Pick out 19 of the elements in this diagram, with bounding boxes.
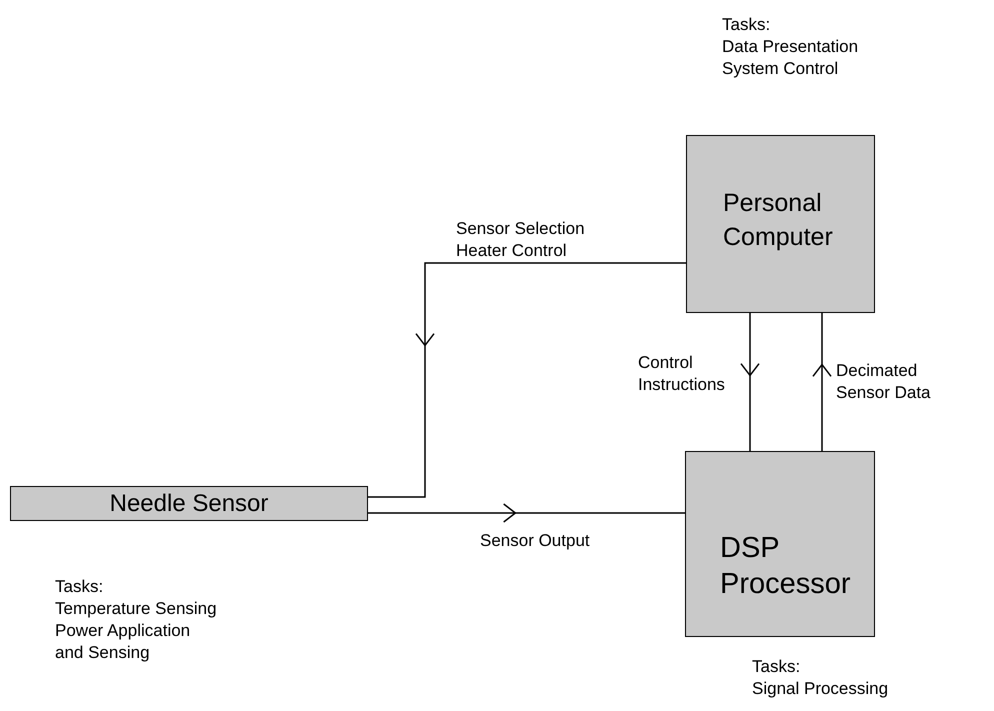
task-text: Tasks: bbox=[722, 14, 772, 36]
process-box bbox=[685, 451, 875, 637]
edge-label: Control Instructions bbox=[638, 352, 726, 396]
edge-label: Sensor Selection Heater Control bbox=[456, 218, 586, 262]
process-box bbox=[686, 135, 875, 313]
box-label: Needle Sensor bbox=[110, 488, 268, 518]
edge-label: Decimated Sensor Data bbox=[836, 360, 932, 404]
process-box bbox=[10, 486, 368, 521]
task-text: Data Presentation bbox=[722, 36, 860, 58]
box-label: DSP Processor bbox=[720, 531, 852, 602]
edge-label: Sensor Output bbox=[480, 530, 591, 552]
task-text: and Sensing bbox=[55, 642, 151, 664]
task-text: System Control bbox=[722, 58, 840, 80]
task-text: Tasks: bbox=[752, 656, 802, 678]
task-text: Temperature Sensing bbox=[55, 598, 218, 620]
task-text: Power Application bbox=[55, 620, 192, 642]
task-text: Signal Processing bbox=[752, 678, 890, 700]
task-text: Tasks: bbox=[55, 576, 104, 598]
box-label: Personal Computer bbox=[723, 188, 834, 253]
